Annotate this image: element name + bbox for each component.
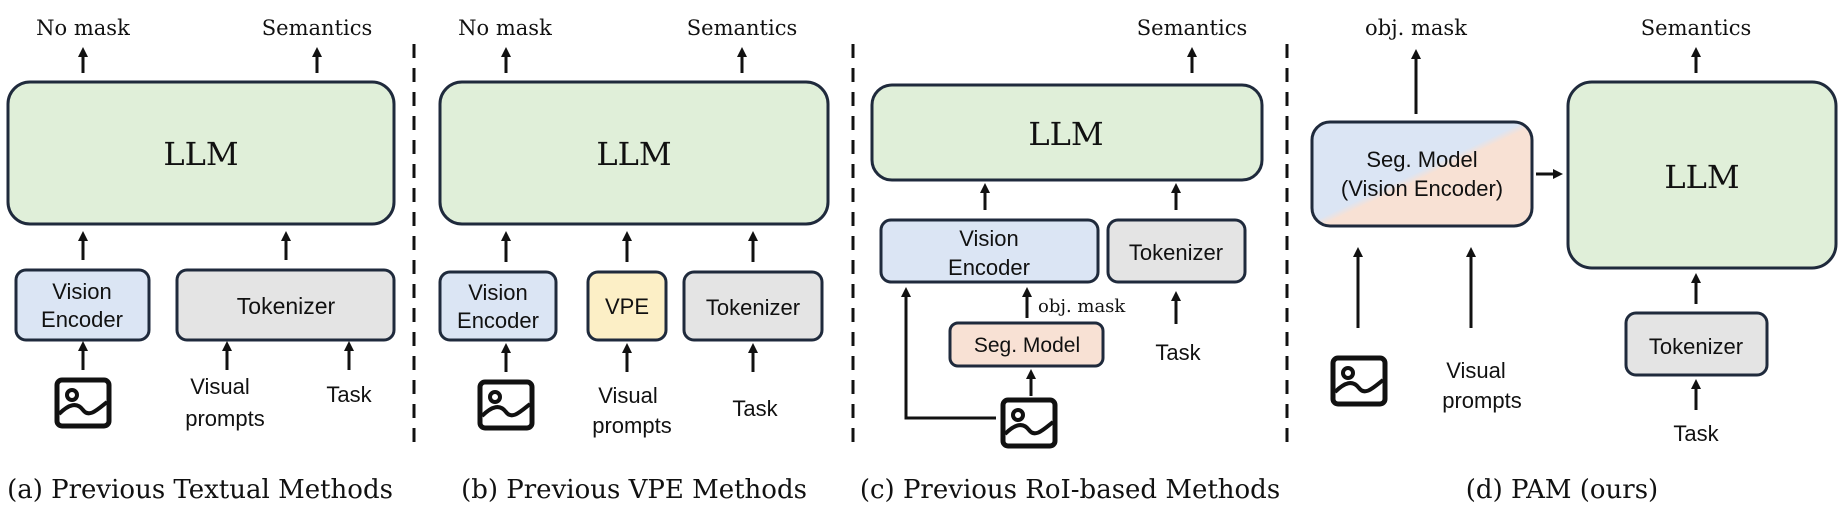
seg-model-label: Seg. Model — [1366, 147, 1477, 172]
tokenizer-box — [1624, 311, 1769, 377]
panel-c: LLM Vision Encoder Tokenizer Seg. Model … — [860, 16, 1280, 505]
tokenizer-box — [1106, 218, 1247, 284]
task-label: Task — [732, 396, 778, 421]
vision-encoder-label: Vision — [959, 226, 1019, 251]
llm-box — [1566, 80, 1838, 270]
vision-encoder-label: Encoder — [457, 308, 539, 333]
llm-box — [438, 80, 830, 226]
panel-d: Seg. Model (Vision Encoder) LLM Tokenize… — [1310, 16, 1838, 505]
image-icon — [480, 382, 532, 428]
visual-prompts-label: Visual — [598, 383, 658, 408]
visual-prompts-label: Visual — [1446, 358, 1506, 383]
vision-encoder-label: Encoder — [948, 255, 1030, 280]
seg-model-box — [1310, 120, 1534, 228]
output-label-right: Semantics — [687, 16, 797, 40]
output-label-right: Semantics — [262, 16, 372, 40]
llm-label: LLM — [596, 135, 671, 173]
vision-encoder-label: Vision — [468, 280, 528, 305]
task-label: Task — [326, 382, 372, 407]
visual-prompts-label: prompts — [185, 406, 264, 431]
caption: (a) Previous Textual Methods — [7, 475, 393, 505]
llm-label: LLM — [163, 135, 238, 173]
llm-label: LLM — [1664, 158, 1739, 196]
seg-model-label: (Vision Encoder) — [1341, 176, 1503, 201]
caption: (d) PAM (ours) — [1466, 475, 1658, 505]
vpe-label: VPE — [605, 294, 649, 319]
visual-prompts-label: prompts — [1442, 388, 1521, 413]
llm-box — [870, 83, 1264, 182]
vision-encoder-box — [879, 218, 1100, 284]
tokenizer-label: Tokenizer — [706, 295, 800, 320]
output-label-right: Semantics — [1641, 16, 1751, 40]
output-label-left: No mask — [36, 16, 130, 40]
panel-b: LLM Vision Encoder VPE Tokenizer No mask… — [438, 16, 830, 505]
obj-mask-label: obj. mask — [1038, 296, 1126, 317]
vpe-box — [586, 270, 668, 342]
panel-a: LLM Vision Encoder Tokenizer No mask Sem… — [6, 16, 396, 505]
tokenizer-box — [682, 270, 824, 342]
vision-encoder-label: Encoder — [41, 307, 123, 332]
obj-mask-label: obj. mask — [1365, 16, 1467, 40]
visual-prompts-label: prompts — [592, 413, 671, 438]
image-icon — [57, 380, 109, 426]
tokenizer-label: Tokenizer — [237, 293, 336, 319]
vision-encoder-label: Vision — [52, 279, 112, 304]
image-icon — [1333, 358, 1385, 404]
tokenizer-box — [175, 268, 396, 342]
caption: (b) Previous VPE Methods — [461, 475, 807, 505]
output-label-left: No mask — [458, 16, 552, 40]
task-label: Task — [1155, 340, 1201, 365]
seg-model-label: Seg. Model — [974, 334, 1080, 357]
tokenizer-label: Tokenizer — [1649, 334, 1743, 359]
llm-label: LLM — [1028, 115, 1103, 153]
seg-model-box — [948, 321, 1105, 368]
vision-encoder-box — [438, 270, 558, 342]
visual-prompts-label: Visual — [190, 374, 250, 399]
caption: (c) Previous RoI-based Methods — [860, 475, 1280, 505]
output-label-right: Semantics — [1137, 16, 1247, 40]
tokenizer-label: Tokenizer — [1129, 240, 1223, 265]
llm-box — [6, 80, 396, 226]
vision-encoder-box — [14, 268, 151, 342]
image-icon — [1003, 400, 1055, 446]
task-label: Task — [1673, 421, 1719, 446]
